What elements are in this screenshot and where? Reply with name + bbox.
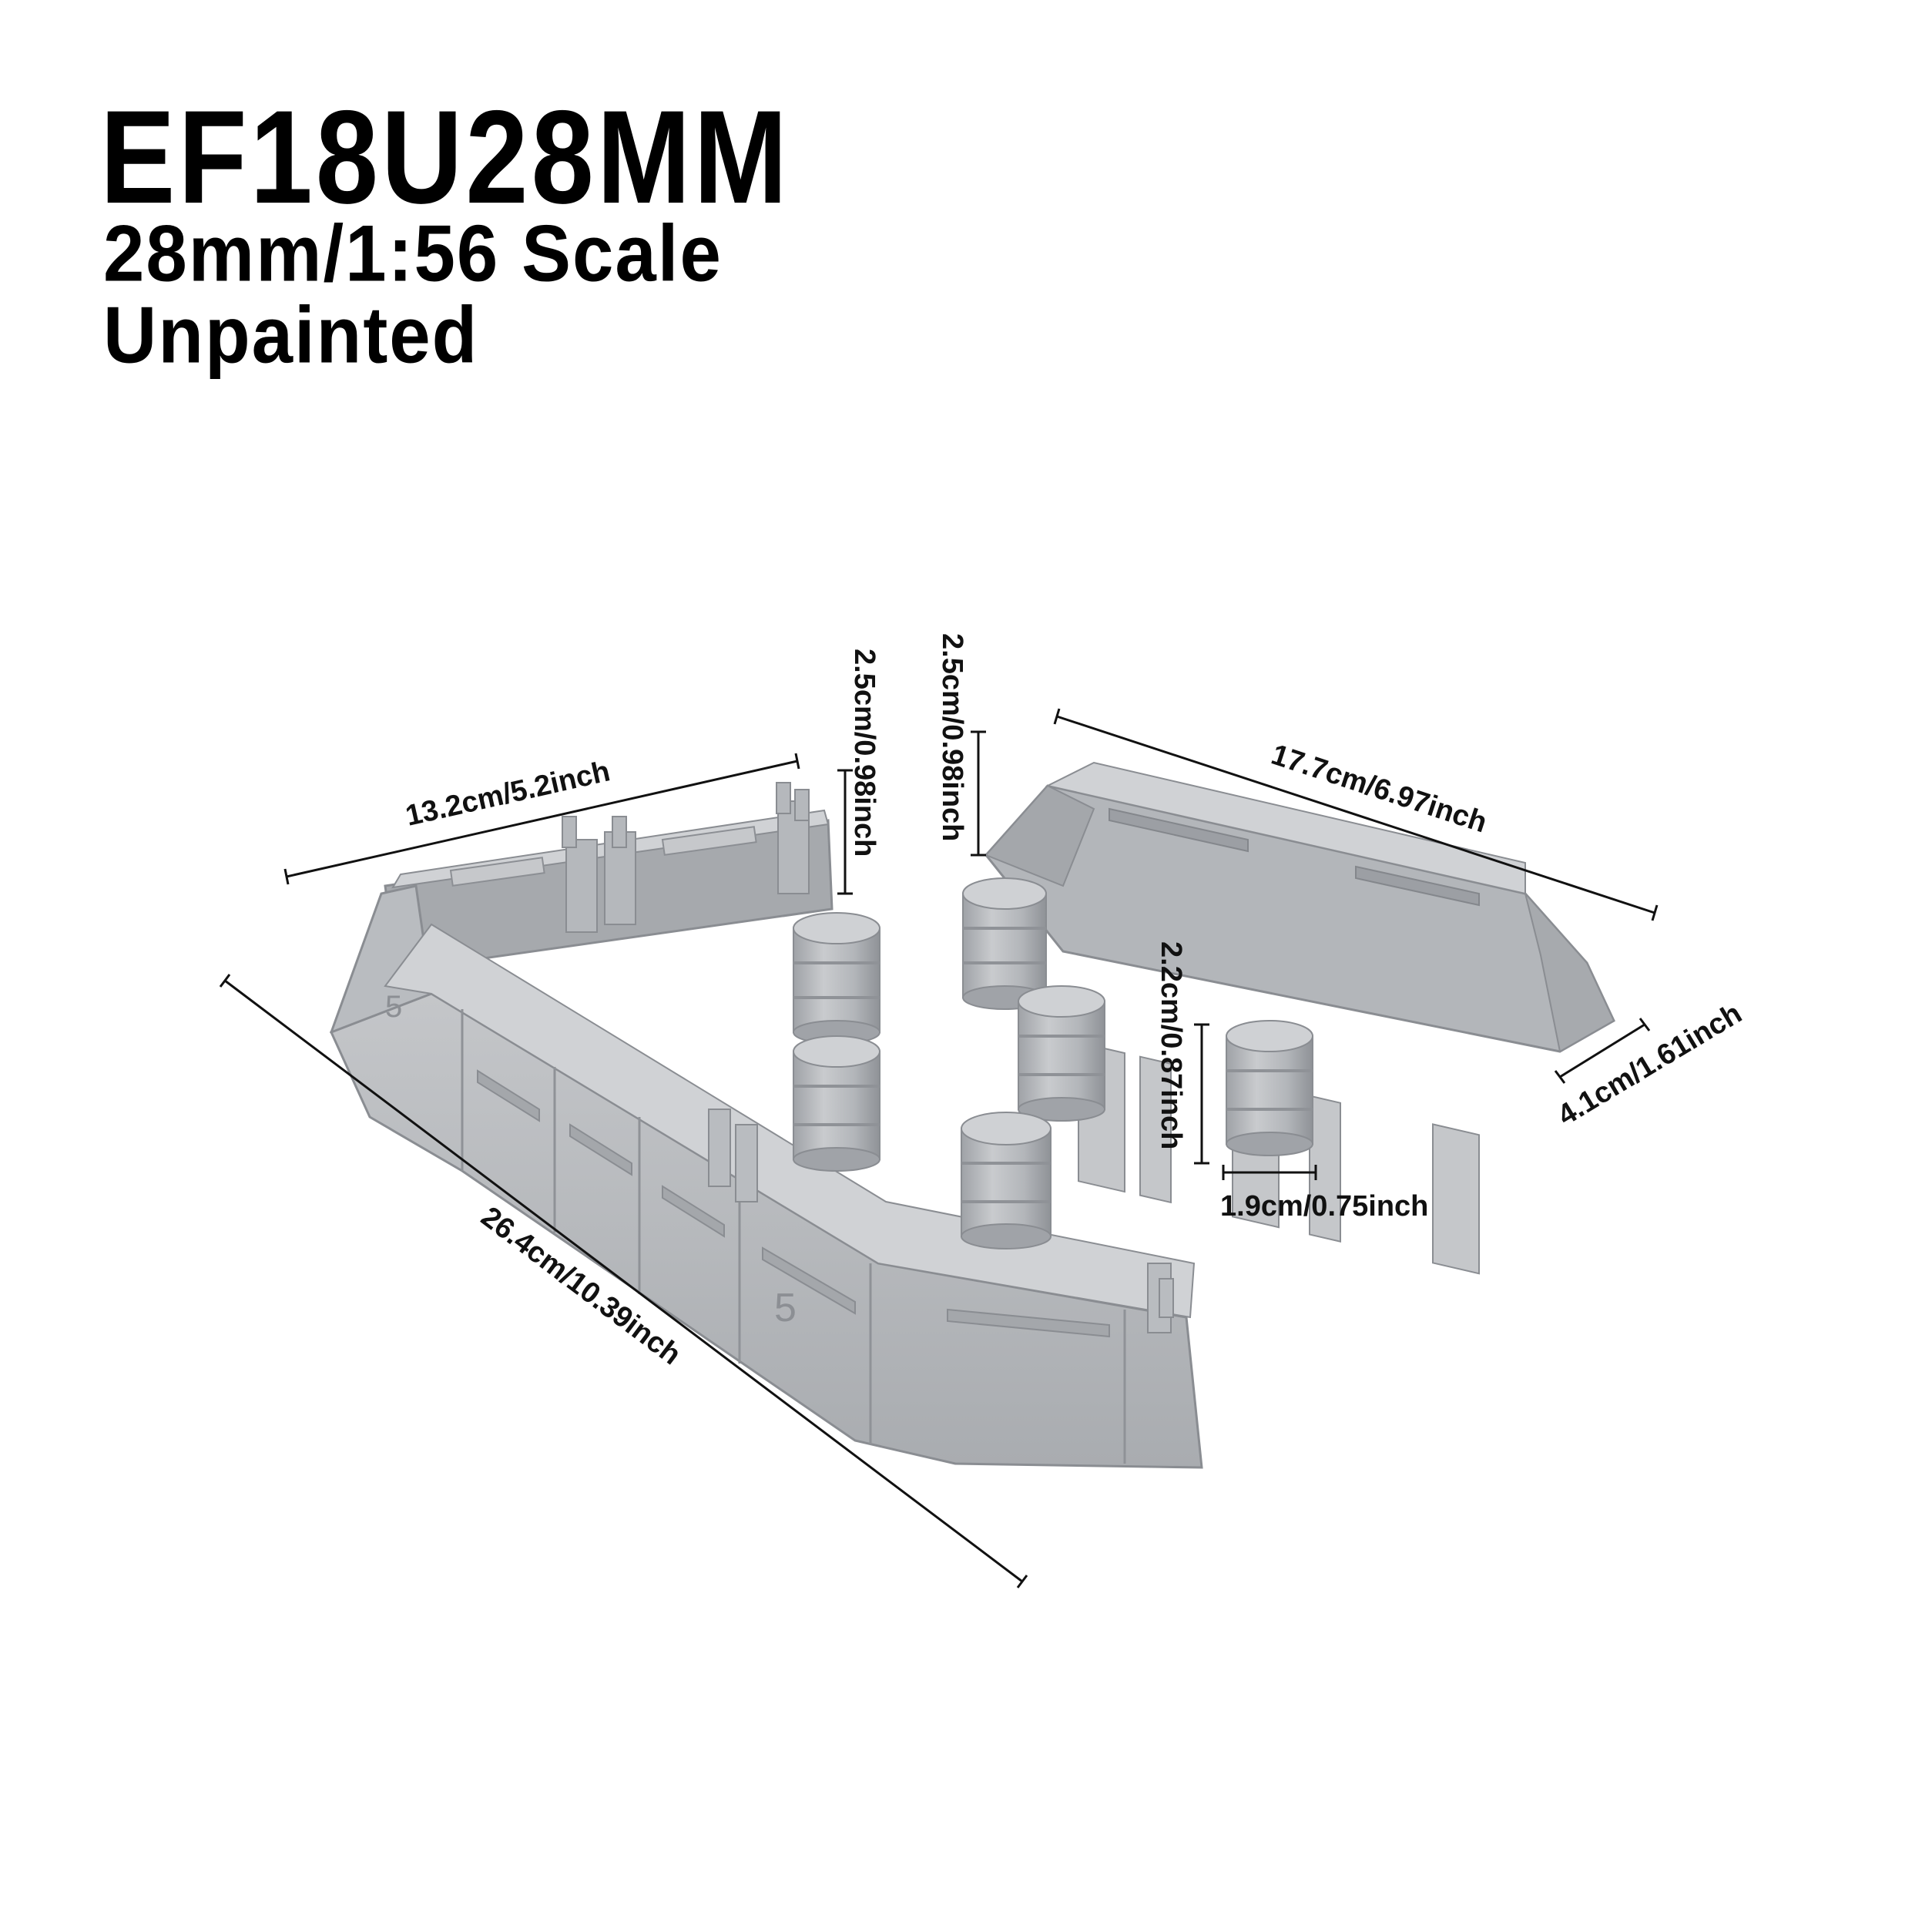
dim-label-barrel-height: 2.2cm/0.87inch bbox=[1155, 941, 1187, 1149]
dim-line-bunker-length bbox=[1056, 715, 1655, 914]
oil-barrel bbox=[961, 1112, 1052, 1249]
dim-label-l-wall-height: 2.5cm/0.98inch bbox=[848, 649, 880, 857]
oil-barrel bbox=[793, 912, 880, 1045]
dim-label-l-wall-short: 13.2cm/5.2inch bbox=[403, 755, 613, 832]
oil-barrel bbox=[793, 1035, 880, 1172]
finish-label: Unpainted bbox=[103, 290, 479, 381]
product-code: EF18U28MM bbox=[100, 82, 791, 231]
dim-line-l-wall-short bbox=[286, 760, 798, 878]
bunker-wall bbox=[984, 761, 1615, 1275]
l-shaped-barricade-wall: 5 5 bbox=[329, 782, 1203, 1469]
dim-label-bunker-height: 2.5cm/0.98inch bbox=[936, 633, 968, 841]
dim-label-barrel-diameter: 1.9cm/0.75inch bbox=[1220, 1190, 1428, 1223]
dim-line-l-wall-long bbox=[224, 979, 1023, 1583]
dimension-lines bbox=[219, 708, 1659, 1588]
oil-barrel-group bbox=[793, 877, 1313, 1249]
scale-label: 28mm/1:56 Scale bbox=[103, 209, 723, 299]
dim-line-bunker-depth bbox=[1559, 1023, 1645, 1078]
wall-panel-marking: 5 bbox=[385, 990, 402, 1024]
wall-panel-marking: 5 bbox=[774, 1286, 797, 1330]
oil-barrel bbox=[1018, 985, 1105, 1122]
oil-barrel bbox=[1226, 1020, 1313, 1156]
